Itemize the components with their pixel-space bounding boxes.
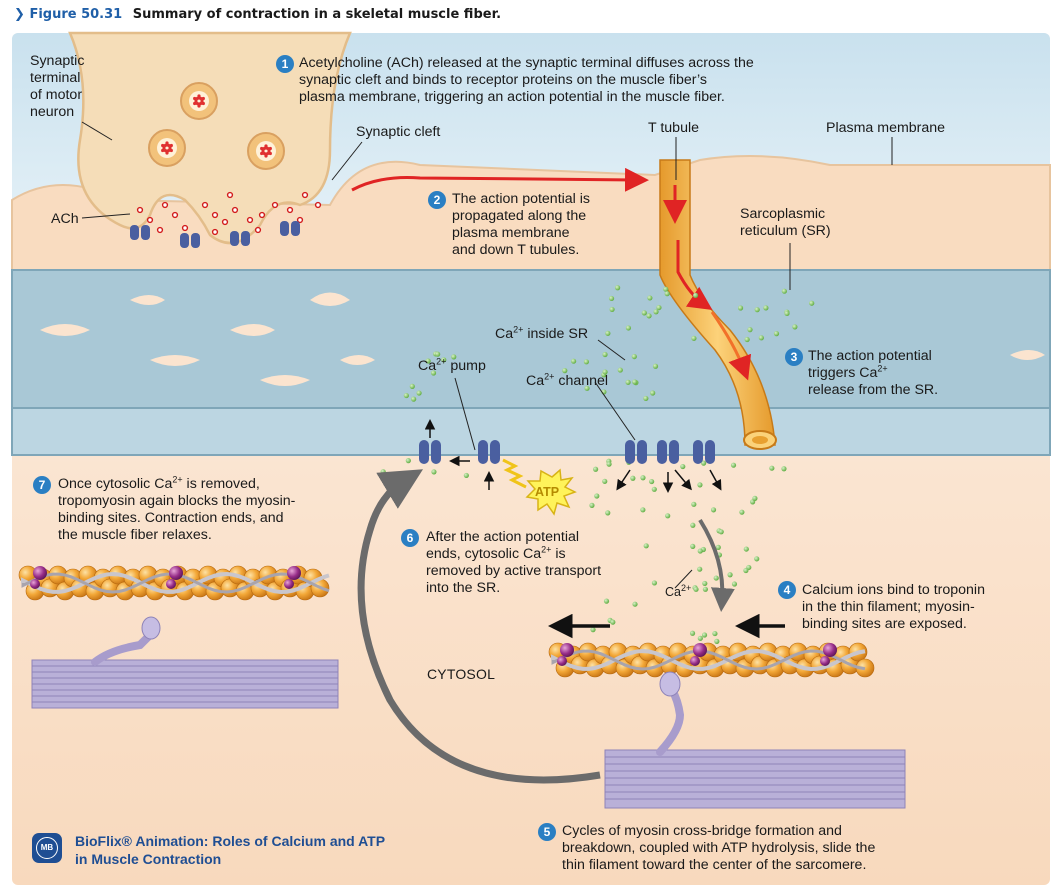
- step-5-number: 5: [538, 823, 556, 841]
- leader-lines: [81, 121, 893, 589]
- label-synaptic-terminal: Synaptic terminal of motor neuron: [30, 53, 85, 120]
- bioflix-link[interactable]: BioFlix® Animation: Roles of Calcium and…: [75, 833, 386, 867]
- step-7-text: Once cytosolic Ca2+ is removed, tropomyo…: [58, 474, 296, 543]
- step-1-number: 1: [276, 55, 294, 73]
- label-atp: ATP: [535, 485, 560, 499]
- figure-title: Summary of contraction in a skeletal mus…: [132, 7, 502, 22]
- label-ca-inside-sr: Ca2+ inside SR: [495, 324, 589, 342]
- bioflix-mb-icon[interactable]: MB: [32, 833, 62, 863]
- step-7-number: 7: [33, 476, 51, 494]
- step-1-text: Acetylcholine (ACh) released at the syna…: [299, 55, 754, 105]
- step-3-number: 3: [785, 348, 803, 366]
- thick-filament-right: [604, 671, 906, 809]
- atp-burst: [525, 468, 577, 516]
- step-2-text: The action potential is propagated along…: [452, 191, 591, 258]
- step-6-number: 6: [401, 529, 419, 547]
- figure-number: Figure 50.31: [29, 7, 123, 22]
- step-4-number: 4: [778, 581, 796, 599]
- synaptic-terminal: [68, 31, 352, 245]
- step-2-number: 2: [428, 191, 446, 209]
- label-ca-channel: Ca2+ channel: [526, 371, 609, 389]
- label-plasma-membrane: Plasma membrane: [826, 120, 946, 136]
- calcium-binding-arrow: [698, 518, 735, 612]
- sr-lower-membrane: [11, 407, 1051, 456]
- ach-receptors: [130, 221, 300, 248]
- atp-zigzag: [502, 458, 527, 489]
- action-potential-arrow-orange: [710, 311, 752, 381]
- figure-header: ❯ Figure 50.31 Summary of contraction in…: [14, 7, 501, 22]
- step-3-text: The action potential triggers Ca2+ relea…: [808, 348, 939, 398]
- label-ca-ion: Ca2+: [665, 582, 692, 599]
- label-ach: ACh: [51, 211, 79, 227]
- calcium-pump: [419, 440, 500, 464]
- muscle-fiber-surface: [11, 155, 1051, 271]
- label-sr: Sarcoplasmic reticulum (SR): [740, 206, 831, 239]
- ach-molecules: [136, 94, 322, 236]
- calcium-channels: [625, 440, 715, 464]
- relaxation-cycle-arrow: [357, 469, 601, 784]
- label-t-tubule: T tubule: [648, 120, 700, 136]
- ion-flow-arrows: [424, 419, 722, 493]
- action-potential-arrow: [351, 167, 649, 192]
- thin-filament-active: [548, 642, 875, 678]
- step-6-text: After the action potential ends, cytosol…: [426, 529, 602, 596]
- label-synaptic-cleft: Synaptic cleft: [356, 124, 441, 140]
- step-4-text: Calcium ions bind to troponin in the thi…: [802, 582, 985, 632]
- action-potential-arrow-tubule: [676, 240, 713, 310]
- step-5-text: Cycles of myosin cross-bridge formation …: [562, 823, 876, 873]
- label-cytosol: CYTOSOL: [427, 666, 496, 682]
- thick-filament-left: [31, 616, 339, 709]
- synaptic-vesicles: [148, 82, 285, 170]
- down-chevron-icon[interactable]: ❯: [14, 7, 25, 22]
- label-ca-pump: Ca2+ pump: [418, 356, 486, 374]
- thin-filament-relaxed: [18, 565, 330, 601]
